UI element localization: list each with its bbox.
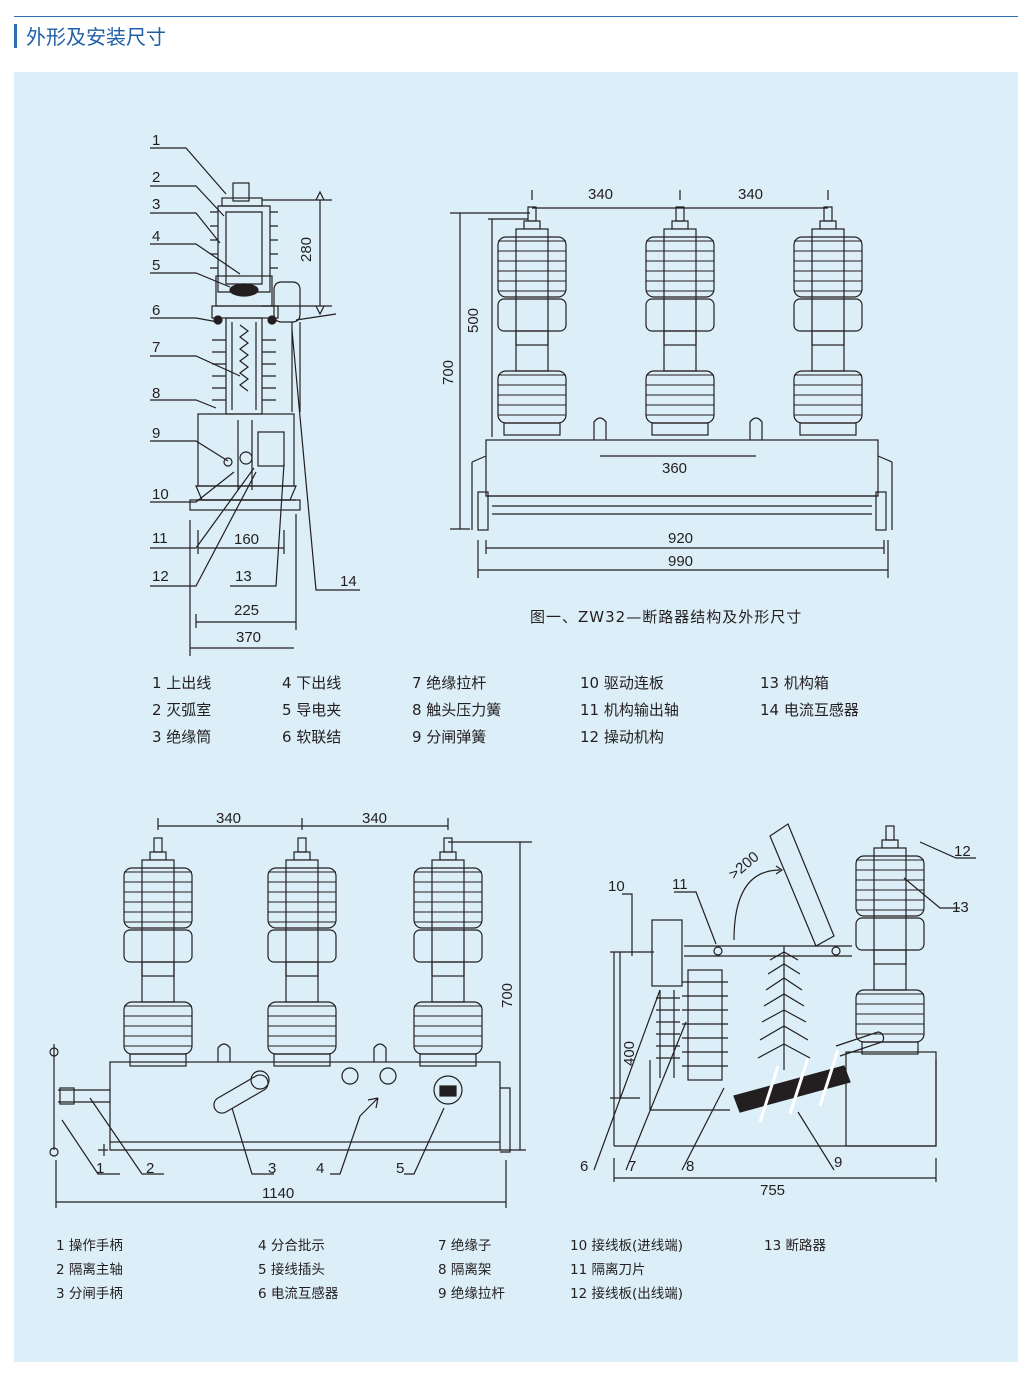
f1-front-dim-990: 990 — [668, 553, 693, 570]
f2-front-dim-700: 700 — [499, 983, 516, 1008]
f1-callout-11: 11 — [152, 530, 168, 547]
f1-callout-14: 14 — [340, 573, 357, 590]
legend2-col5: 13 断路器 — [764, 1234, 826, 1258]
f1-dim-280: 280 — [298, 237, 315, 262]
legend2-item: 10 接线板(进线端) — [570, 1238, 684, 1254]
f2-callout-3: 3 — [268, 1160, 276, 1177]
figure1-caption: 图一、ZW32—断路器结构及外形尺寸 — [530, 608, 803, 626]
f1-callout-7: 7 — [152, 339, 160, 356]
legend1-col3: 7 绝缘拉杆 8 触头压力簧 9 分闸弹簧 — [412, 670, 501, 751]
f2-front-dim-1140: 1140 — [262, 1185, 294, 1202]
f2-callout-10: 10 — [608, 878, 625, 895]
f2-callout-8: 8 — [686, 1158, 694, 1175]
fig1-side-view — [150, 147, 360, 656]
fig1-front-view — [450, 190, 893, 578]
f1-front-dim-340b: 340 — [738, 186, 763, 203]
legend2-item: 11 隔离刀片 — [570, 1262, 646, 1278]
legend1-item: 9 分闸弹簧 — [412, 728, 487, 746]
f2-callout-7: 7 — [628, 1158, 636, 1175]
f1-callout-9: 9 — [152, 425, 160, 442]
f1-front-dim-920: 920 — [668, 530, 693, 547]
legend2-item: 13 断路器 — [764, 1238, 826, 1254]
f1-callout-5: 5 — [152, 257, 160, 274]
legend2-item: 5 接线插头 — [258, 1262, 325, 1278]
f2-callout-6: 6 — [580, 1158, 588, 1175]
f2-callout-2: 2 — [146, 1160, 154, 1177]
legend1-item: 2 灭弧室 — [152, 701, 212, 719]
f1-front-dim-700: 700 — [440, 360, 457, 385]
fig2-side-labels: 10 11 12 13 6 7 8 9 755 400 >200 — [580, 843, 971, 1199]
legend2-item: 3 分闸手柄 — [56, 1286, 123, 1302]
legend1-item: 8 触头压力簧 — [412, 701, 502, 719]
legend2-item: 2 隔离主轴 — [56, 1262, 123, 1278]
f2-dim-400: 400 — [621, 1041, 638, 1066]
fig2-side-view — [593, 823, 976, 1182]
legend1-col2: 4 下出线 5 导电夹 6 软联结 — [282, 670, 341, 751]
f1-callout-10: 10 — [152, 486, 169, 503]
f1-callout-1: 1 — [152, 132, 160, 149]
f2-callout-13: 13 — [952, 899, 969, 916]
legend1-col4: 10 驱动连板 11 机构输出轴 12 操动机构 — [580, 670, 679, 751]
f1-dim-160: 160 — [234, 531, 259, 548]
f1-callout-2: 2 — [152, 169, 160, 186]
f1-front-dim-360: 360 — [662, 460, 687, 477]
legend1-item: 1 上出线 — [152, 674, 212, 692]
legend1-item: 6 软联结 — [282, 728, 342, 746]
f1-callout-12: 12 — [152, 568, 169, 585]
f1-callout-6: 6 — [152, 302, 160, 319]
f2-callout-9: 9 — [834, 1154, 842, 1171]
legend1-item: 13 机构箱 — [760, 674, 829, 692]
f2-front-dim-340a: 340 — [216, 810, 241, 827]
legend1-item: 14 电流互感器 — [760, 701, 859, 719]
f2-dim-755: 755 — [760, 1182, 785, 1199]
legend2-item: 9 绝缘拉杆 — [438, 1286, 505, 1302]
header-rule — [14, 16, 1018, 17]
legend1-item: 3 绝缘筒 — [152, 728, 212, 746]
f1-callout-4: 4 — [152, 228, 160, 245]
f1-callout-3: 3 — [152, 196, 160, 213]
legend1-item: 10 驱动连板 — [580, 674, 664, 692]
legend2-item: 7 绝缘子 — [438, 1238, 492, 1254]
f1-dim-225: 225 — [234, 602, 259, 619]
legend1-col1: 1 上出线 2 灭弧室 3 绝缘筒 — [152, 670, 211, 751]
f1-front-dim-500: 500 — [465, 308, 482, 333]
f2-callout-5: 5 — [396, 1160, 404, 1177]
fig1-front-labels: 340 340 360 920 990 500 700 — [440, 186, 763, 570]
legend1-item: 5 导电夹 — [282, 701, 342, 719]
f2-callout-1: 1 — [96, 1160, 104, 1177]
legend2-item: 8 隔离架 — [438, 1262, 492, 1278]
fig2-front-labels: 340 340 700 1140 1 2 3 4 5 — [96, 810, 516, 1202]
legend2-item: 4 分合批示 — [258, 1238, 325, 1254]
f2-callout-4: 4 — [316, 1160, 324, 1177]
legend1-col5: 13 机构箱 14 电流互感器 — [760, 670, 859, 724]
legend2-col2: 4 分合批示 5 接线插头 6 电流互感器 — [258, 1234, 338, 1306]
legend1-item: 11 机构输出轴 — [580, 701, 679, 719]
f1-callout-8: 8 — [152, 385, 160, 402]
f1-front-dim-340a: 340 — [588, 186, 613, 203]
legend2-col3: 7 绝缘子 8 隔离架 9 绝缘拉杆 — [438, 1234, 505, 1306]
f2-front-dim-340b: 340 — [362, 810, 387, 827]
fig2-front-view — [49, 818, 532, 1208]
f2-callout-12: 12 — [954, 843, 971, 860]
f1-callout-13: 13 — [235, 568, 252, 585]
legend2-col4: 10 接线板(进线端) 11 隔离刀片 12 接线板(出线端) — [570, 1234, 683, 1306]
legend2-item: 6 电流互感器 — [258, 1286, 339, 1302]
legend2-item: 1 操作手柄 — [56, 1238, 123, 1254]
page-title: 外形及安装尺寸 — [26, 25, 166, 49]
legend1-item: 4 下出线 — [282, 674, 342, 692]
f1-dim-370: 370 — [236, 629, 261, 646]
legend1-item: 12 操动机构 — [580, 728, 664, 746]
header-accent-bar — [14, 24, 17, 48]
f2-callout-11: 11 — [672, 876, 688, 893]
legend1-item: 7 绝缘拉杆 — [412, 674, 487, 692]
f2-dim-200: >200 — [726, 848, 763, 883]
legend2-col1: 1 操作手柄 2 隔离主轴 3 分闸手柄 — [56, 1234, 123, 1306]
legend2-item: 12 接线板(出线端) — [570, 1286, 684, 1302]
fig1-side-labels: 1 2 3 4 5 6 7 8 9 10 11 12 13 14 160 225… — [152, 132, 357, 646]
